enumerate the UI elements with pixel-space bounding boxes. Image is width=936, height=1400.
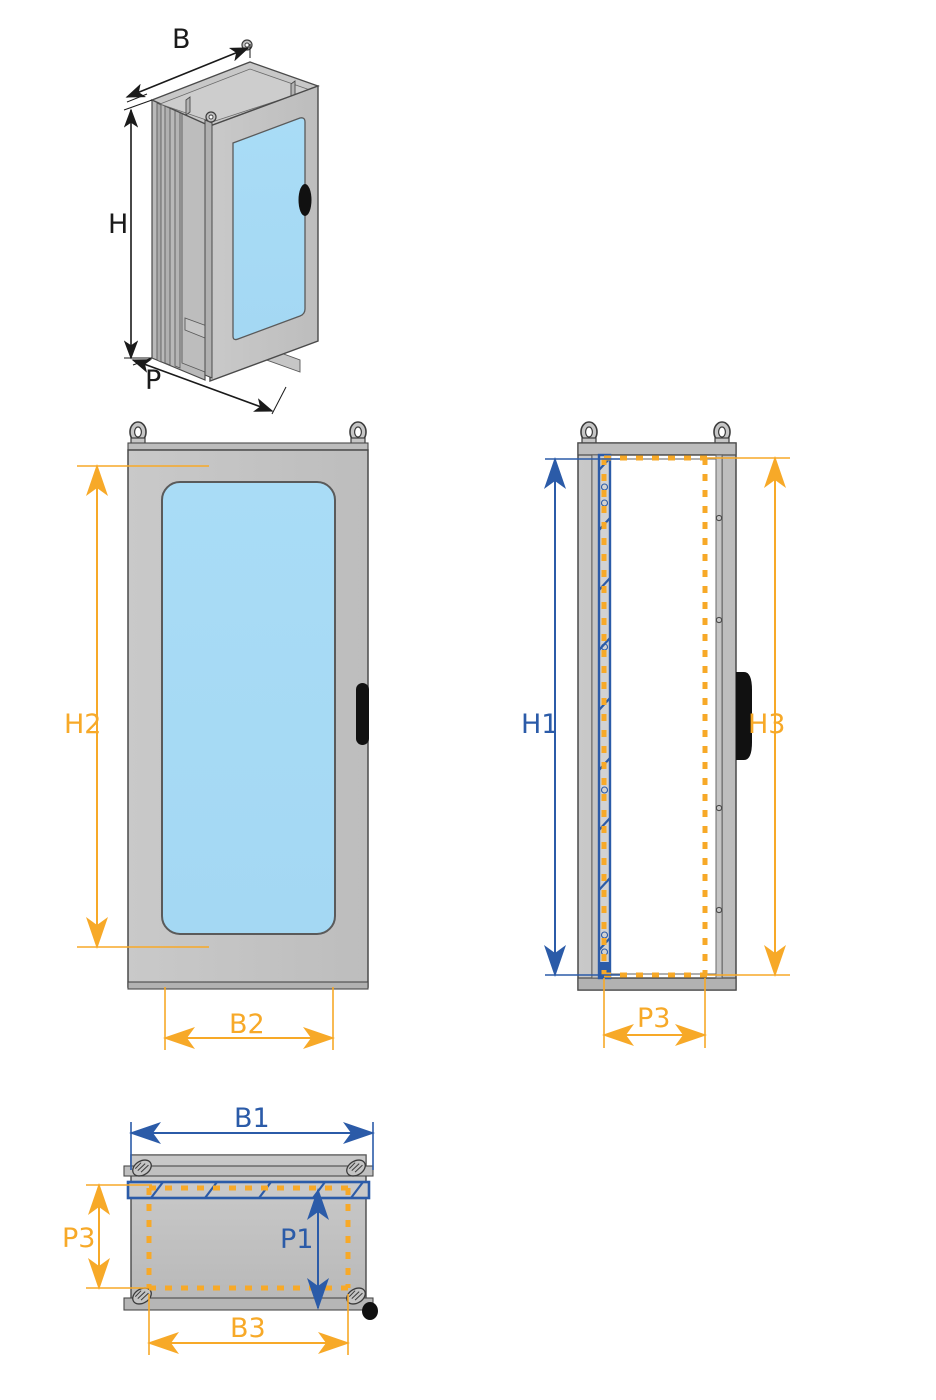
side-right-frame-column [715, 454, 723, 979]
dim-H3: H3 [705, 456, 790, 977]
dim-B2: B2 [163, 987, 335, 1050]
dim-P: P [131, 357, 287, 415]
top-front-rail [123, 1297, 374, 1311]
front-view: H2 B2 [64, 421, 369, 1050]
top-corner-screws [132, 1159, 366, 1305]
dim-B3: B3 [147, 1294, 350, 1355]
dim-label-B1: B1 [234, 1103, 270, 1134]
dim-H1: H1 [521, 457, 620, 977]
dim-label-H1: H1 [521, 709, 558, 740]
dim-P3-top: P3 [62, 1183, 152, 1290]
side-door-handle [736, 672, 752, 760]
side-top-strip [577, 442, 737, 456]
dim-label-P: P [145, 365, 161, 396]
side-hinge-marks [715, 514, 723, 914]
side-inner-cavity-edge [595, 458, 719, 975]
dim-label-P1: P1 [280, 1224, 313, 1255]
dim-label-H: H [108, 209, 128, 240]
dim-B: B [125, 24, 251, 103]
isometric-view: B H P [108, 24, 320, 415]
dim-H: H [108, 99, 153, 360]
side-lifting-eyes [580, 421, 731, 447]
front-base-strip [127, 981, 369, 990]
front-door-handle [356, 683, 369, 745]
dim-B1: B1 [129, 1103, 375, 1170]
dim-label-B3: B3 [230, 1313, 266, 1344]
iso-door [204, 84, 319, 383]
top-view: B1 P3 P1 B3 [62, 1103, 378, 1355]
front-glass-window [161, 481, 336, 935]
dim-label-H3: H3 [748, 709, 785, 740]
dim-label-P3-side: P3 [637, 1003, 670, 1034]
side-view: H1 H3 P3 [521, 421, 790, 1048]
top-body-plate [130, 1154, 367, 1306]
dim-P1: P1 [280, 1188, 329, 1310]
dim-label-B: B [172, 24, 191, 55]
dim-label-B2: B2 [229, 1009, 265, 1040]
top-caster-foot [362, 1302, 378, 1320]
side-mounting-plate-outline [601, 455, 714, 978]
side-base-strip [577, 977, 737, 991]
dim-label-P3-top: P3 [62, 1223, 95, 1254]
front-lifting-eyes [127, 421, 369, 451]
dim-label-H2: H2 [64, 709, 101, 740]
dim-H2: H2 [64, 464, 209, 949]
top-rear-rail [123, 1165, 374, 1177]
iso-door-handle [298, 184, 312, 216]
dim-P3-side: P3 [602, 978, 707, 1048]
